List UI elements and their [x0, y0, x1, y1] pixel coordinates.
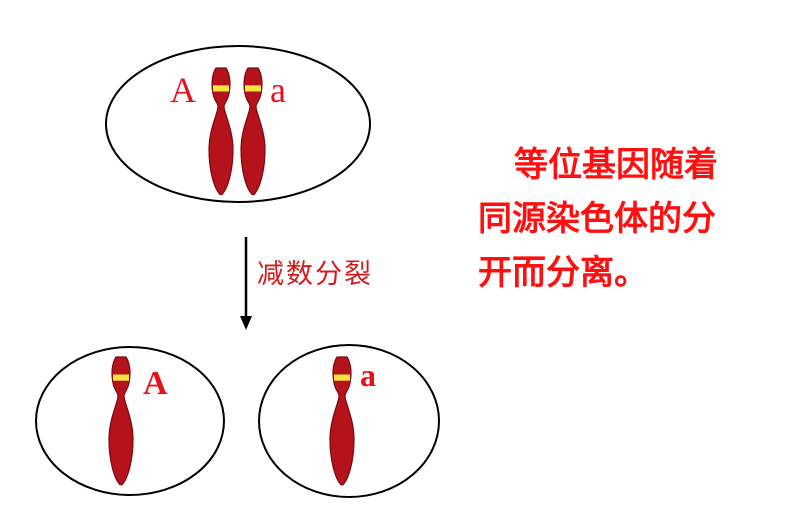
daughter-gene-band-A [113, 374, 129, 381]
gene-band-A [213, 85, 229, 92]
parent-cell [105, 45, 371, 203]
daughter-allele-a: a [360, 357, 376, 393]
chromosome-left [208, 67, 234, 196]
daughter-chromosome-A [108, 356, 134, 486]
explanation-line-3: 开而分离。 [478, 253, 648, 293]
daughter-allele-A: A [143, 365, 168, 402]
explanation-line-1: 等位基因随着 [514, 145, 718, 185]
chromosome-right [240, 67, 266, 196]
gene-band-a [245, 85, 261, 92]
daughter-cell-A [35, 346, 225, 496]
daughter-gene-band-a [334, 374, 350, 381]
allele-label-a: a [270, 70, 286, 110]
explanation-text: 等位基因随着 同源染色体的分 开而分离。 [478, 138, 788, 300]
meiosis-label: 减数分裂 [257, 259, 373, 290]
chromosome-pair [208, 67, 266, 196]
explanation-line-2: 同源染色体的分 [478, 199, 716, 239]
allele-label-A: A [170, 70, 196, 110]
division-arrow [240, 237, 252, 330]
daughter-chromosome-a [329, 356, 355, 486]
daughter-cell-a [258, 344, 440, 498]
